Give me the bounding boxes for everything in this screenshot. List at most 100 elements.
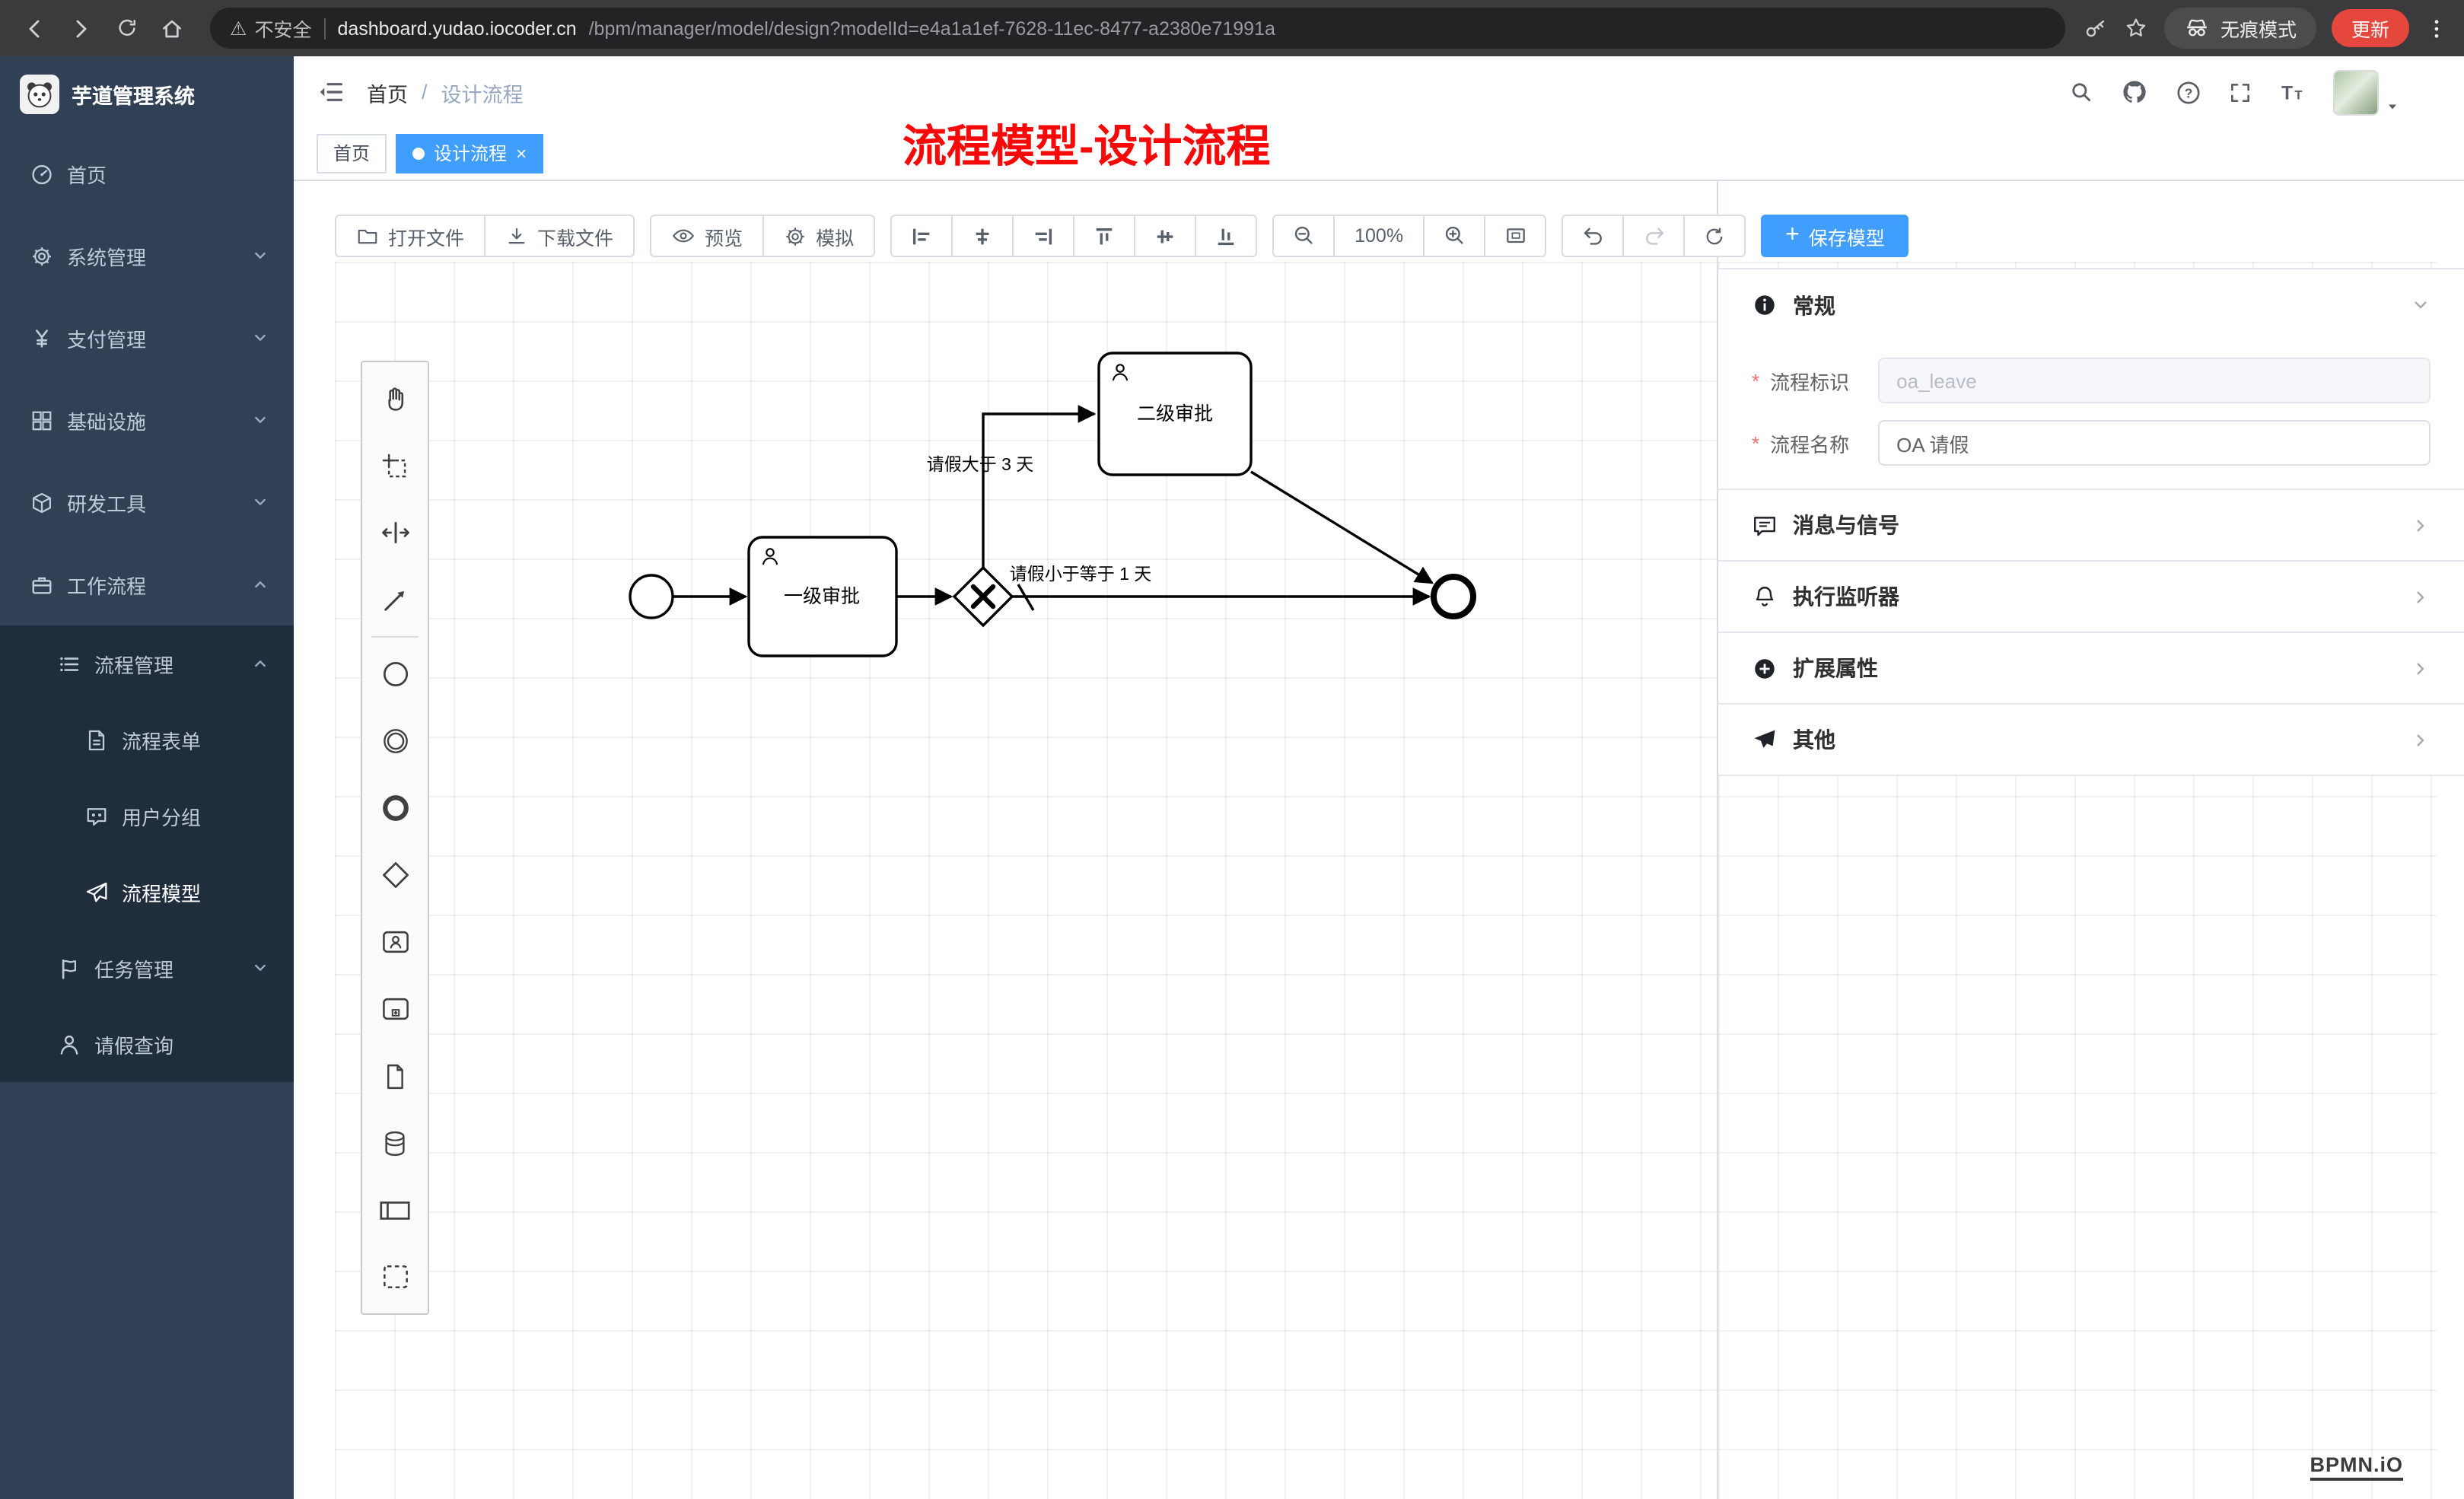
sidebar-item-process-form[interactable]: 流程表单 (0, 702, 294, 778)
align-center-button[interactable] (951, 215, 1014, 257)
chevron-down-icon (251, 329, 269, 347)
align-left-button[interactable] (890, 215, 953, 257)
flow-label-le1[interactable]: 请假小于等于 1 天 (1010, 564, 1152, 584)
simulate-button[interactable]: 模拟 (762, 215, 876, 257)
undo-button[interactable] (1561, 215, 1625, 257)
space-tool[interactable] (362, 499, 428, 566)
download-file-button[interactable]: 下载文件 (484, 215, 635, 257)
sidebar-item-workflow[interactable]: 工作流程 (0, 543, 294, 625)
security-warning[interactable]: ⚠ 不安全 (230, 14, 311, 43)
briefcase-icon (30, 573, 53, 596)
align-button-group (890, 215, 1258, 257)
browser-back-button[interactable] (15, 8, 55, 48)
sidebar-item-leave-query[interactable]: 请假查询 (0, 1006, 294, 1082)
create-intermediate-event[interactable] (362, 708, 428, 775)
breadcrumb-home[interactable]: 首页 (367, 83, 408, 106)
create-subprocess[interactable] (362, 975, 428, 1042)
create-group[interactable] (362, 1243, 428, 1310)
section-execution-listener[interactable]: 执行监听器 (1718, 560, 2464, 632)
sidebar-item-task-mgmt[interactable]: 任务管理 (0, 930, 294, 1006)
sidebar-item-system[interactable]: 系统管理 (0, 215, 294, 297)
search-icon[interactable] (2068, 79, 2094, 105)
align-right-button[interactable] (1012, 215, 1075, 257)
section-general[interactable]: 常规 (1718, 269, 2464, 341)
global-connect-tool[interactable] (362, 566, 428, 633)
align-top-button[interactable] (1073, 215, 1136, 257)
sidebar-item-label: 流程表单 (122, 730, 202, 753)
fold-menu-icon (317, 78, 345, 107)
sidebar-item-process-model[interactable]: 流程模型 (0, 854, 294, 930)
flow-task2-to-end[interactable] (1250, 470, 1434, 584)
align-bottom-button[interactable] (1195, 215, 1258, 257)
paper-plane-icon (85, 880, 108, 903)
exclusive-gateway[interactable] (952, 565, 1014, 628)
plus-circle-icon (1752, 655, 1778, 681)
bpmn-io-watermark[interactable]: BPMN.iO (2310, 1453, 2403, 1481)
close-icon[interactable]: × (516, 143, 527, 164)
help-icon[interactable] (2175, 78, 2202, 106)
fit-screen-icon (1503, 224, 1527, 248)
section-other[interactable]: 其他 (1718, 703, 2464, 775)
redo-button[interactable] (1622, 215, 1686, 257)
lasso-tool[interactable] (362, 432, 428, 499)
bpmn-designer: 打开文件 下载文件 预览 (294, 181, 2464, 1499)
key-icon[interactable] (2084, 16, 2108, 40)
fullscreen-icon[interactable] (2228, 80, 2252, 104)
github-icon[interactable] (2120, 78, 2149, 107)
flow-label-gt3[interactable]: 请假大于 3 天 (927, 454, 1034, 474)
align-middle-button[interactable] (1134, 215, 1197, 257)
star-icon[interactable] (2123, 15, 2149, 41)
sidebar-item-label: 请假查询 (94, 1034, 174, 1057)
create-data-object[interactable] (362, 1042, 428, 1109)
gear-icon (784, 224, 807, 247)
start-event[interactable] (629, 574, 674, 619)
group-icon (378, 1260, 412, 1294)
section-extension-attrs[interactable]: 扩展属性 (1718, 632, 2464, 703)
bpmn-canvas[interactable] (335, 262, 1717, 1499)
end-event[interactable] (1431, 574, 1476, 619)
process-name-input[interactable] (1878, 420, 2431, 466)
tab-design-process[interactable]: 设计流程 × (396, 134, 544, 173)
app-logo[interactable]: 芋道管理系统 (0, 56, 294, 132)
arrow-left-icon (23, 16, 47, 40)
preview-button[interactable]: 预览 (650, 215, 765, 257)
restart-button[interactable] (1683, 215, 1746, 257)
user-menu[interactable] (2333, 69, 2402, 115)
browser-reload-button[interactable] (107, 8, 146, 48)
user-task-level1[interactable]: 一级审批 (747, 536, 898, 657)
zoom-in-button[interactable] (1423, 215, 1486, 257)
reload-icon (115, 17, 138, 40)
user-task-level2[interactable]: 二级审批 (1097, 352, 1253, 476)
create-participant[interactable] (362, 1176, 428, 1243)
sidebar-item-home[interactable]: 首页 (0, 132, 294, 215)
tab-home[interactable]: 首页 (317, 134, 387, 173)
create-end-event[interactable] (362, 775, 428, 842)
zoom-level-button[interactable]: 100% (1333, 215, 1425, 257)
redo-icon (1641, 224, 1666, 248)
sidebar-item-user-group[interactable]: 用户分组 (0, 778, 294, 854)
zoom-fit-button[interactable] (1484, 215, 1547, 257)
address-bar[interactable]: ⚠ 不安全 dashboard.yudao.iocoder.cn/bpm/man… (210, 8, 2065, 49)
save-model-button[interactable]: + 保存模型 (1761, 215, 1909, 257)
create-user-task[interactable] (362, 909, 428, 975)
open-file-button[interactable]: 打开文件 (335, 215, 486, 257)
create-data-store[interactable] (362, 1109, 428, 1176)
zoom-out-button[interactable] (1272, 215, 1335, 257)
sidebar-fold-button[interactable] (317, 78, 345, 107)
view-button-group: 预览 模拟 (650, 215, 876, 257)
browser-home-button[interactable] (152, 8, 192, 48)
browser-menu-button[interactable] (2424, 16, 2449, 40)
create-start-event[interactable] (362, 641, 428, 708)
sidebar-item-process-mgmt[interactable]: 流程管理 (0, 625, 294, 702)
home-icon (160, 16, 184, 40)
browser-update-button[interactable]: 更新 (2331, 9, 2409, 47)
font-size-icon[interactable] (2278, 78, 2307, 107)
create-exclusive-gateway[interactable] (362, 842, 428, 909)
hand-tool[interactable] (362, 365, 428, 432)
sidebar-item-devtools[interactable]: 研发工具 (0, 461, 294, 543)
browser-forward-button[interactable] (61, 8, 100, 48)
sidebar-item-payment[interactable]: 支付管理 (0, 297, 294, 379)
sidebar-item-infra[interactable]: 基础设施 (0, 379, 294, 461)
flow-gateway-to-task2[interactable] (982, 405, 1097, 568)
section-message-signal[interactable]: 消息与信号 (1718, 489, 2464, 560)
